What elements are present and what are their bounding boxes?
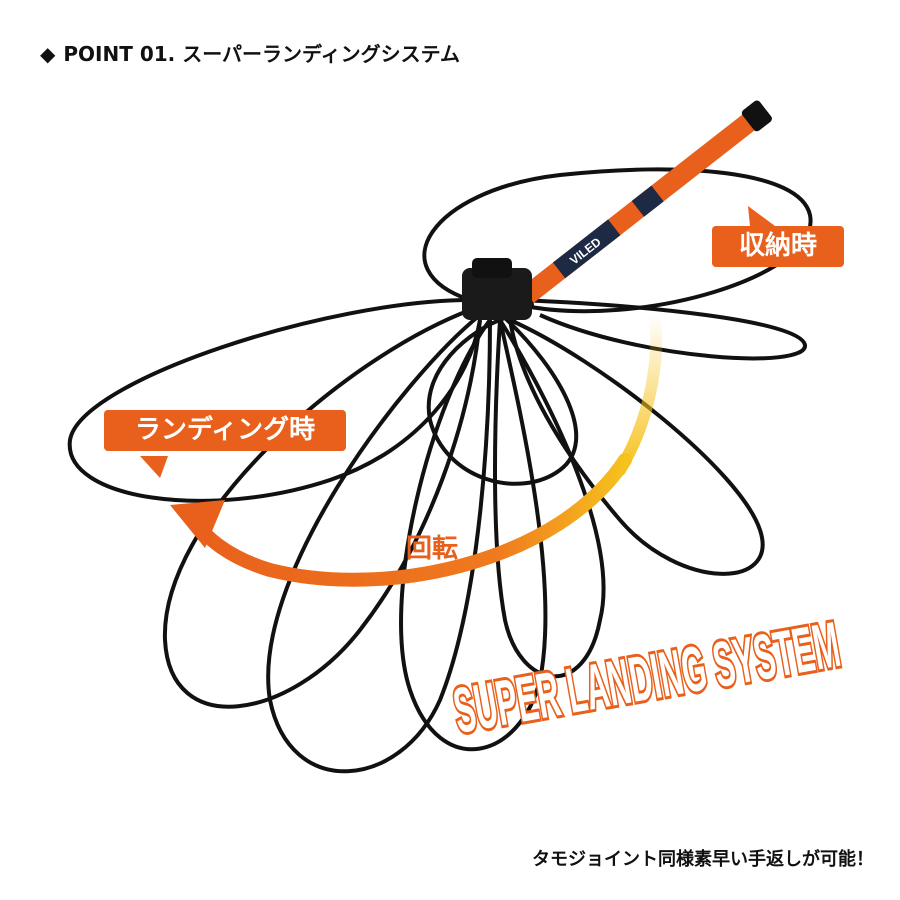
rotation-arrowhead-icon — [170, 500, 225, 548]
footer-caption: タモジョイント同様素早い手返しが可能！ — [532, 849, 874, 870]
joint-hub — [462, 268, 532, 320]
net-frame-stored — [422, 167, 813, 314]
rotation-label: 回転 — [406, 534, 459, 564]
rotation-arrow-arc — [188, 453, 632, 587]
net-frame-right — [519, 298, 807, 361]
rotation-fade — [614, 309, 663, 476]
stored-state-badge: 収納時 — [712, 226, 844, 267]
net-frame-petal-6 — [426, 316, 579, 486]
net-frame-landing — [67, 298, 482, 503]
diamond-bullet-icon: ◆ — [40, 42, 56, 66]
net-frame-petal-2 — [266, 313, 492, 774]
landing-state-badge: ランディング時 — [104, 410, 346, 451]
page-title-text: POINT 01. スーパーランディングシステム — [63, 42, 461, 66]
net-handle: VILED — [497, 100, 772, 323]
net-frame-petal-3 — [399, 318, 548, 752]
page-title: ◆ POINT 01. スーパーランディングシステム — [40, 38, 460, 67]
